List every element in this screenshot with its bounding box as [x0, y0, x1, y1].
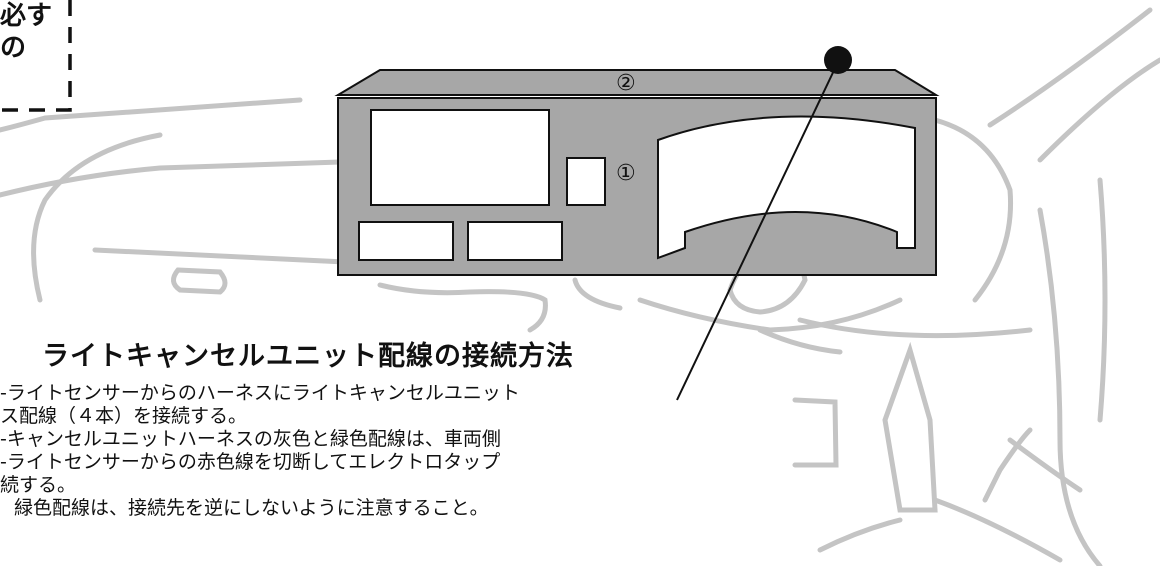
light-sensor-dot — [824, 46, 852, 74]
instruction-line: -ライトセンサーからの赤色線を切断してエレクトロタップ — [0, 451, 501, 473]
top-strip-part — [334, 69, 940, 96]
instruction-text: -ライトセンサーからのハーネスにライトキャンセルユニット ス配線（４本）を接続す… — [0, 382, 520, 520]
instruction-line: -キャンセルユニットハーネスの灰色と緑色配線は、車両側 — [0, 428, 501, 450]
section-title: ライトキャンセルユニット配線の接続方法 — [42, 341, 574, 372]
instruction-line: -ライトセンサーからのハーネスにライトキャンセルユニット — [0, 382, 520, 404]
instruction-line: 続する。 — [0, 474, 77, 496]
corner-note-line-2: の — [0, 33, 27, 63]
dashed-callout-box — [0, 0, 72, 112]
screen-cutout — [370, 109, 550, 206]
panel-callout-number: ① — [616, 161, 636, 186]
dashboard-outline — [0, 7, 1160, 566]
leader-line — [676, 61, 839, 401]
meter-cutout — [657, 115, 916, 260]
corner-note-line-1: 必す — [0, 1, 53, 31]
instruction-line: ス配線（４本）を接続する。 — [0, 405, 248, 427]
instruction-line: 緑色配線は、接続先を逆にしないように注意すること。 — [14, 497, 489, 519]
corner-note: 必す の — [0, 0, 52, 64]
small-cutout — [566, 157, 606, 206]
strip-callout-number: ② — [616, 71, 636, 96]
lower-left-cutout — [358, 221, 454, 261]
lower-right-cutout — [467, 221, 563, 261]
